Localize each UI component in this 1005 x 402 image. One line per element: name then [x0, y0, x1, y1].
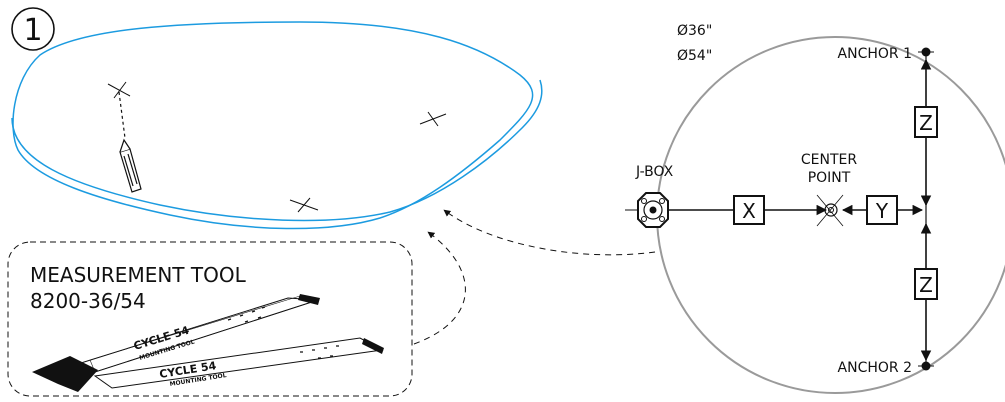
- tool-part-number: 8200-36/54: [30, 289, 146, 313]
- z-bottom-box: Z: [914, 268, 938, 300]
- diameter-small: Ø36": [677, 23, 712, 39]
- diameter-large: Ø54": [677, 48, 712, 64]
- mark-cross-right: [419, 111, 447, 127]
- tool-title: MEASUREMENT TOOL: [30, 263, 247, 287]
- callout-box: [7, 241, 413, 397]
- z-top-label: Z: [919, 111, 933, 135]
- fixture-top-outline: [12, 21, 534, 230]
- arrow-tool-to-fixture: [413, 231, 466, 345]
- center-label-line2: POINT: [808, 170, 851, 186]
- jbox-label: J-BOX: [635, 164, 674, 180]
- pointer-arrows: [413, 209, 656, 345]
- center-point-marker: [816, 194, 844, 227]
- pencil-icon: [118, 91, 142, 193]
- x-box: X: [733, 195, 765, 225]
- anchor-1-label: ANCHOR 1: [838, 46, 912, 62]
- y-box: Y: [866, 195, 898, 225]
- anchor-2-label: ANCHOR 2: [838, 360, 912, 376]
- y-label: Y: [875, 199, 889, 223]
- tool-strip-2: CYCLE 54 MOUNTING TOOL: [93, 337, 384, 389]
- x-label: X: [742, 199, 756, 223]
- mark-crosses: [107, 81, 447, 213]
- anchor-2-marker: [918, 361, 934, 371]
- step-number: 1: [23, 13, 42, 48]
- arrow-circle-to-fixture: [443, 209, 656, 256]
- z-bottom-label: Z: [919, 273, 933, 297]
- center-label-line1: CENTER: [801, 152, 857, 168]
- light-fixture: [11, 21, 543, 230]
- z-top-box: Z: [914, 106, 938, 138]
- anchor-1-marker: [918, 47, 934, 57]
- step-number-badge: 1: [11, 7, 55, 51]
- measurement-tool-callout: MEASUREMENT TOOL 8200-36/54 CYCLE 54 MOU…: [7, 241, 413, 397]
- mark-cross-left: [107, 81, 131, 99]
- mark-cross-bottom: [289, 197, 319, 213]
- tool-tip-icon: [32, 356, 98, 392]
- jbox-icon: [637, 192, 669, 228]
- mounting-circle: [656, 36, 1005, 394]
- fixture-bottom-outline: [11, 79, 543, 222]
